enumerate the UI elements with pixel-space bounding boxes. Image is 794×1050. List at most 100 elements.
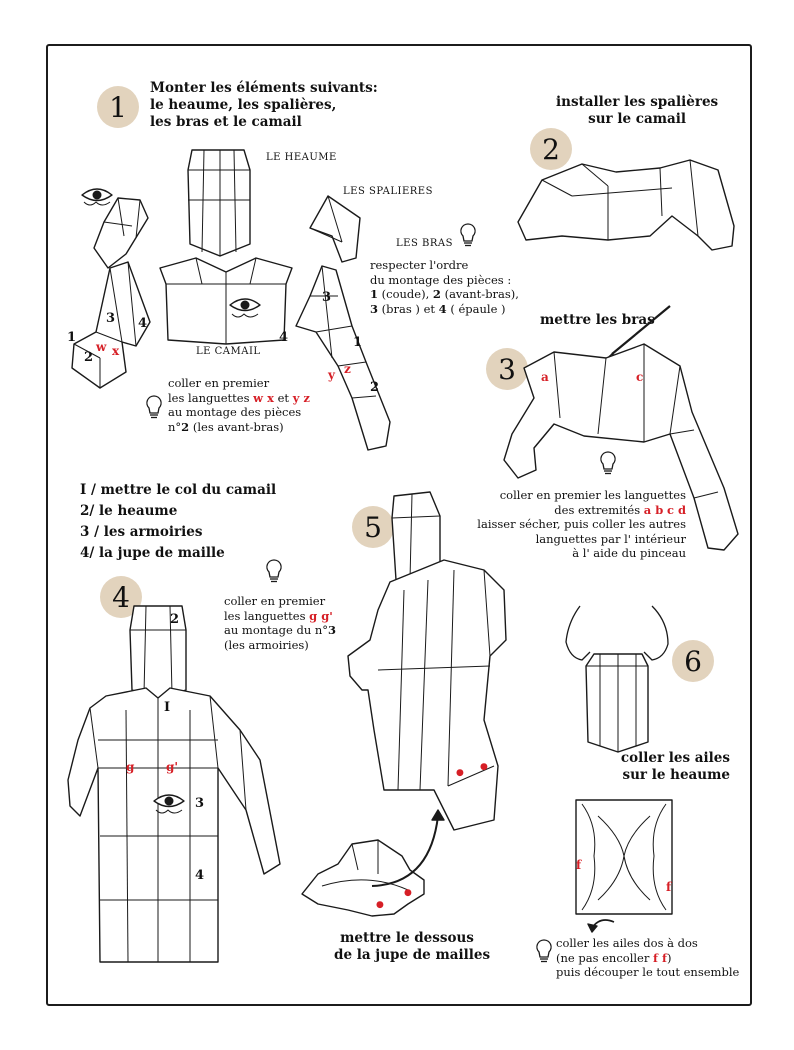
step-4-note: coller en premier les languettes g g' au… bbox=[224, 594, 336, 652]
note-line: à l' aide du pinceau bbox=[572, 546, 686, 560]
note-text: n° bbox=[168, 419, 182, 434]
step-4-list: I / mettre le col du camail 2/ le heaume… bbox=[80, 480, 276, 564]
heaume-drawing bbox=[187, 149, 251, 257]
label-camail: LE CAMAIL bbox=[196, 346, 261, 357]
red-letter: f bbox=[666, 880, 672, 894]
spaliere-drawing bbox=[309, 195, 361, 263]
note-line: languettes par l' intérieur bbox=[535, 531, 686, 546]
step-1-badge: 1 bbox=[97, 86, 139, 128]
curved-arrow-icon bbox=[371, 809, 445, 887]
part-number: 3 bbox=[322, 290, 332, 305]
label-spalieres: LES SPALIERES bbox=[343, 186, 433, 197]
red-dot: ● bbox=[480, 762, 488, 772]
note-line: les languettes g g' bbox=[224, 609, 336, 624]
red-letters: a b bbox=[643, 502, 664, 517]
note-line: n°2 (les avant-bras) bbox=[168, 420, 310, 435]
note-text: au montage du n° bbox=[224, 623, 329, 637]
label-heaume: LE HEAUME bbox=[266, 152, 337, 163]
right-arm-parts-drawing bbox=[295, 265, 391, 451]
note-line: 3 (bras ) et 4 ( épaule ) bbox=[370, 302, 519, 317]
note-line: des extremités a b c d bbox=[470, 503, 686, 518]
note-text: (coude), bbox=[381, 287, 430, 301]
red-letter: w bbox=[96, 340, 107, 354]
part-number: 2 bbox=[370, 380, 380, 395]
note-line: coller en premier bbox=[224, 594, 326, 608]
left-arm-parts-drawing bbox=[71, 261, 151, 389]
part-number: 2 bbox=[170, 612, 180, 627]
lightbulb-icon bbox=[144, 394, 164, 420]
curved-arrow-icon bbox=[587, 919, 615, 933]
step-4-list-item: 3 / les armoiries bbox=[80, 524, 203, 540]
piece-number: 2 bbox=[432, 287, 441, 301]
step-6-badge: 6 bbox=[672, 640, 714, 682]
red-letter: c bbox=[636, 370, 644, 384]
part-number: 1 bbox=[67, 330, 77, 345]
step-3-title: mettre les bras bbox=[540, 312, 655, 328]
red-dot: ● bbox=[376, 900, 384, 910]
camail-drawing bbox=[159, 257, 293, 345]
red-letters: y z bbox=[292, 390, 310, 405]
note-line: au montage des pièces bbox=[168, 405, 302, 419]
red-letter: x bbox=[112, 344, 120, 358]
note-text: des extremités bbox=[554, 502, 641, 517]
step-5-caption: mettre le dessous de la jupe de mailles bbox=[334, 930, 490, 964]
note-text: (les avant-bras) bbox=[192, 419, 284, 434]
note-line: coller les ailes dos à dos bbox=[556, 936, 698, 950]
step-6-title-line: coller les ailes bbox=[620, 750, 730, 766]
piece-number: 3 bbox=[370, 301, 379, 316]
step-1-title-line: le heaume, les spalières, bbox=[150, 97, 337, 113]
step-4-list-item: I / mettre le col du camail bbox=[80, 482, 277, 498]
step-5-badge: 5 bbox=[352, 506, 394, 548]
piece-number: 4 bbox=[438, 301, 447, 316]
part-number: 3 bbox=[195, 796, 205, 811]
heaume-with-wings-drawing bbox=[565, 605, 669, 753]
camail-with-spalieres-drawing bbox=[517, 159, 735, 251]
step-1-title: Monter les éléments suivants: le heaume,… bbox=[150, 80, 378, 131]
lightbulb-icon bbox=[598, 450, 618, 476]
red-letters: g g' bbox=[309, 608, 333, 623]
knight-side-drawing bbox=[347, 491, 507, 831]
note-line: laisser sécher, puis coller les autres bbox=[477, 517, 686, 531]
wings-back-to-back-drawing bbox=[575, 799, 673, 915]
note-line: coller en premier les languettes bbox=[499, 488, 686, 502]
red-letter: a bbox=[541, 370, 549, 384]
part-number: 4 bbox=[279, 330, 289, 345]
piece-number: 3 bbox=[328, 623, 337, 637]
label-bras: LES BRAS bbox=[396, 238, 453, 249]
step-2-title: installer les spalières sur le camail bbox=[556, 94, 718, 128]
note-line: (les armoiries) bbox=[224, 637, 309, 652]
bras-assembly-drawing bbox=[503, 343, 739, 551]
note-text: et bbox=[277, 390, 290, 405]
tip-languettes-note: coller en premier les languettes w x et … bbox=[168, 376, 310, 434]
step-2-title-line: sur le camail bbox=[588, 111, 687, 127]
note-line: puis découper le tout ensemble bbox=[556, 965, 740, 979]
lightbulb-icon bbox=[458, 222, 478, 248]
arm-piece-drawing bbox=[93, 197, 149, 269]
note-line: (ne pas encoller f f) bbox=[556, 951, 739, 966]
note-text: (bras ) et bbox=[381, 301, 435, 316]
part-number: I bbox=[164, 700, 171, 715]
step-5-caption-line: mettre le dessous bbox=[340, 930, 474, 946]
red-letter: f bbox=[576, 858, 582, 872]
step-4-list-item: 2/ le heaume bbox=[80, 503, 178, 519]
eye-icon bbox=[153, 794, 185, 814]
step-1-title-line: les bras et le camail bbox=[150, 114, 302, 130]
red-letter: z bbox=[344, 362, 351, 376]
step-1-title-line: Monter les éléments suivants: bbox=[150, 80, 378, 96]
red-letter: g' bbox=[166, 760, 179, 774]
note-text: les languettes bbox=[224, 608, 306, 623]
eye-icon bbox=[81, 188, 113, 206]
red-letter: y bbox=[328, 368, 335, 382]
step-6-title: coller les ailes sur le heaume bbox=[610, 750, 730, 784]
lightbulb-icon bbox=[534, 938, 554, 964]
note-text: les languettes bbox=[168, 390, 250, 405]
part-number: 2 bbox=[84, 350, 94, 365]
step-3-note: coller en premier les languettes des ext… bbox=[470, 488, 686, 561]
part-number: 4 bbox=[195, 868, 205, 883]
note-text: (avant-bras), bbox=[444, 287, 519, 301]
red-letter: g bbox=[126, 760, 135, 774]
note-line: les languettes w x et y z bbox=[168, 391, 310, 406]
part-number: 4 bbox=[138, 316, 148, 331]
note-text: (ne pas encoller bbox=[556, 950, 650, 965]
step-3-badge: 3 bbox=[486, 348, 528, 390]
